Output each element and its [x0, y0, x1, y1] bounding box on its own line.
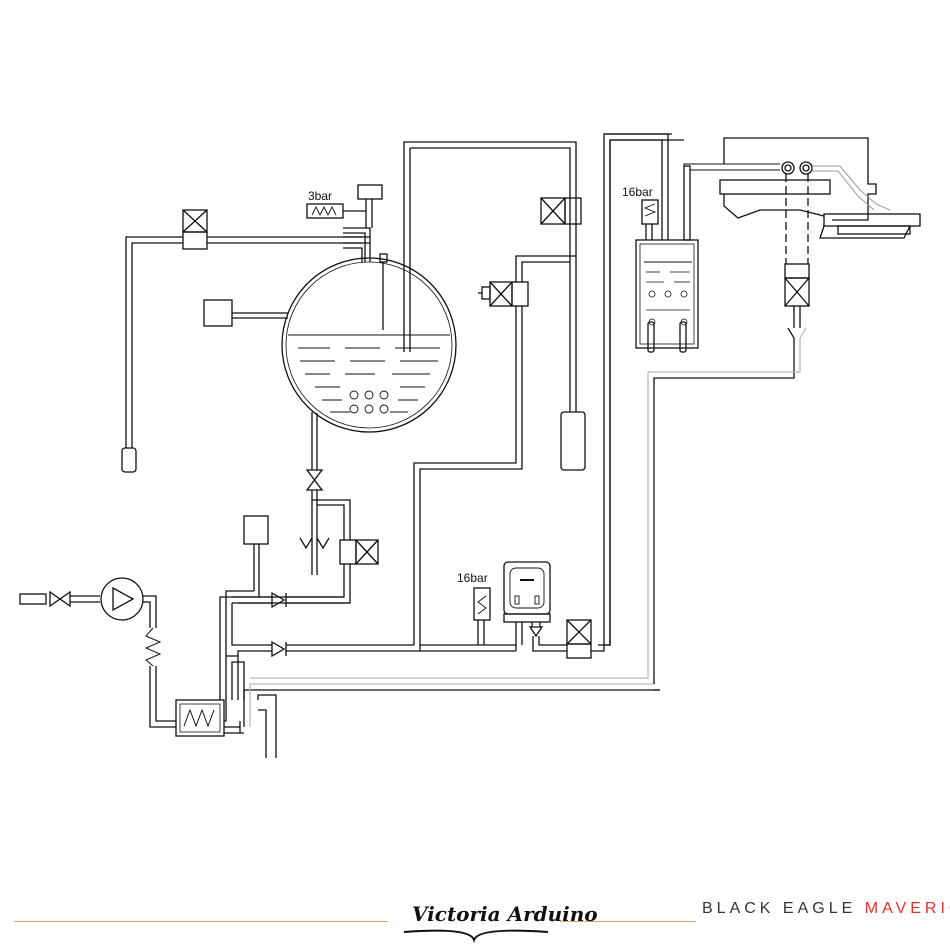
model-name-red: MAVERICK	[865, 900, 950, 917]
flowmeter	[420, 562, 567, 651]
pump-assembly	[20, 578, 176, 727]
coffee-group	[604, 134, 780, 352]
steam-line-left	[122, 210, 362, 472]
group-solenoid	[567, 134, 684, 658]
brand-logo: Victoria Arduino	[412, 902, 598, 926]
relief-valve-group-label: 16bar	[622, 185, 653, 199]
relief-valve-pump	[474, 588, 490, 645]
level-sensor	[204, 300, 288, 326]
model-name-black: BLACK EAGLE	[702, 900, 856, 917]
model-name: BLACK EAGLE MAVERICK	[702, 900, 950, 918]
footer-line-left	[14, 921, 388, 922]
heat-exchanger	[176, 591, 244, 736]
relief-valve-boiler-label: 3bar	[308, 189, 332, 203]
relief-valve-pump-label: 16bar	[457, 571, 488, 585]
group-valve	[478, 256, 576, 306]
logo-swoosh	[404, 931, 548, 940]
drain-lines	[240, 684, 660, 758]
